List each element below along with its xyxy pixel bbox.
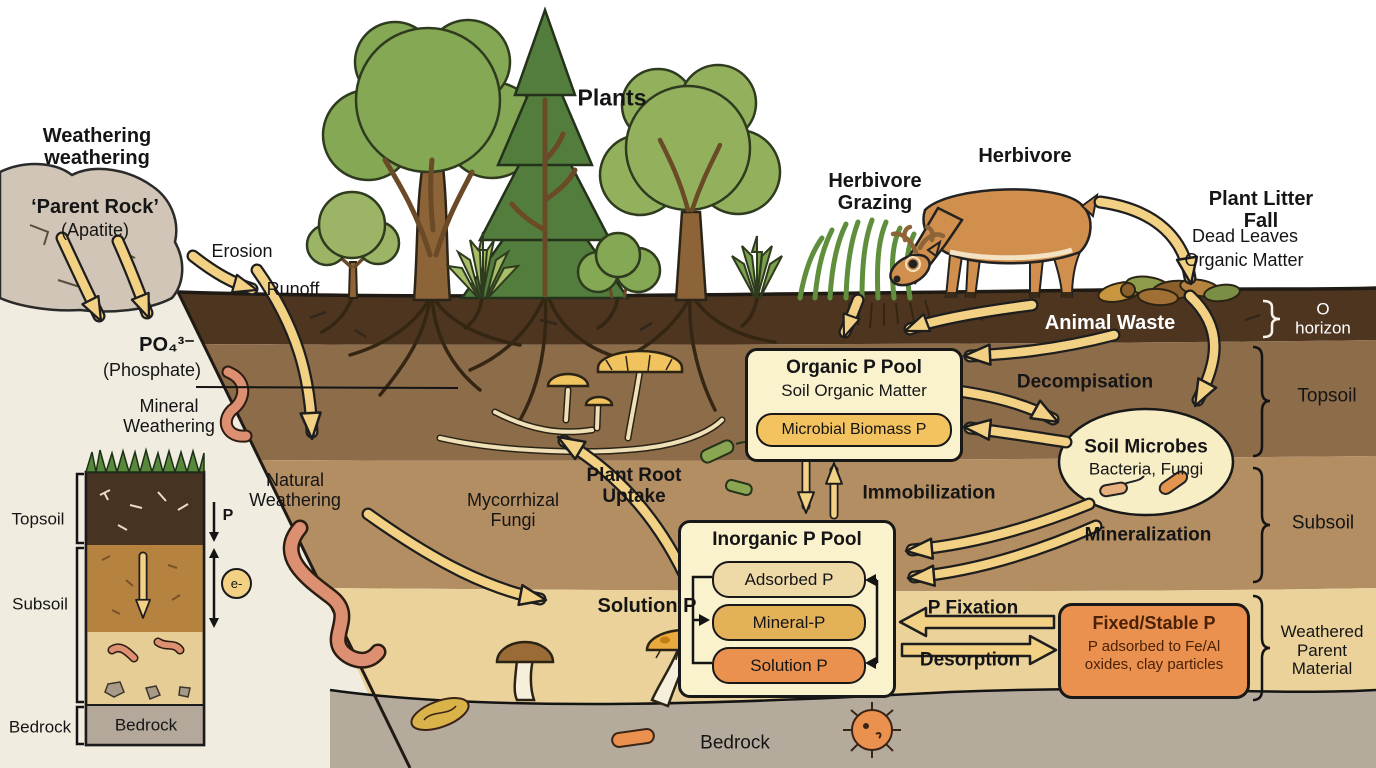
mineral-weathering-label: Mineral Weathering xyxy=(123,396,215,436)
vegetation xyxy=(305,6,1241,307)
arrow-litter-to-microbes xyxy=(1183,289,1221,408)
small-mushroom-cap xyxy=(584,395,614,407)
mineral-p-pill: Mineral-P xyxy=(712,604,866,641)
o-horizon-brace xyxy=(1262,299,1281,339)
inset-grass xyxy=(84,447,205,475)
plant-root-uptake-label: Plant Root Uptake xyxy=(586,465,682,507)
inset-subsoil-label: Subsoil xyxy=(12,594,68,614)
inset-p-arrows xyxy=(209,502,219,628)
inorganic-p-pool-box: Inorganic P Pool Adsorbed P Mineral-P So… xyxy=(678,520,896,698)
weathering-label: Weathering weathering xyxy=(42,125,152,169)
arrow-microbes-to-organic xyxy=(962,418,1073,449)
large-mushroom-cap xyxy=(596,349,684,374)
organic-p-pool-subtitle: Soil Organic Matter xyxy=(781,381,927,400)
soil-microbes-ellipse xyxy=(1057,407,1235,517)
arrow-mineralization-1 xyxy=(904,497,1096,560)
leaf-litter-pile xyxy=(1097,275,1241,307)
inorganic-connectors xyxy=(691,574,879,669)
flow-arrows xyxy=(55,195,1221,666)
arrow-grazing-to-soil xyxy=(838,293,865,339)
runoff-label: Runoff xyxy=(266,279,320,300)
deciduous-tree-left xyxy=(321,18,542,302)
arrow-weathering-2 xyxy=(111,234,154,320)
p-fixation-label: P Fixation xyxy=(927,597,1019,619)
soil-microbes-title: Soil Microbes xyxy=(1084,436,1208,458)
deciduous-tree-right xyxy=(598,63,782,302)
apatite-label: (Apatite) xyxy=(60,220,130,241)
bush xyxy=(576,231,662,299)
dead-leaves-label: Dead Leaves xyxy=(1191,226,1299,247)
horizon-braces xyxy=(1252,299,1281,702)
organic-matter-label: Organic Matter xyxy=(1184,250,1304,271)
mycorrhizal-fungi-label: Mycorrhizal Fungi xyxy=(466,490,560,530)
grass-clump xyxy=(797,217,917,301)
soil-microbes-subtitle: Bacteria, Fungi xyxy=(1088,459,1204,479)
inset-bedrock-layer-label: Bedrock xyxy=(114,715,178,735)
arrow-animal-waste-to-pool xyxy=(962,328,1121,366)
arrow-immobilization-down xyxy=(796,458,816,515)
small-tree-shrub xyxy=(305,190,401,299)
topsoil-brace xyxy=(1252,345,1271,458)
organic-p-pool-title: Organic P Pool xyxy=(786,357,922,378)
microbial-biomass-pill: Microbial Biomass P xyxy=(756,413,952,447)
topsoil-right-label: Topsoil xyxy=(1297,385,1357,407)
inset-soil-profile xyxy=(75,447,219,747)
plants-label: Plants xyxy=(577,84,647,111)
organic-p-pool-box: Organic P Pool Soil Organic Matter Micro… xyxy=(745,348,963,462)
yucca-plant xyxy=(445,231,521,299)
deer xyxy=(889,188,1099,298)
arrow-immobilization-up xyxy=(824,461,844,520)
arrow-to-solution-p xyxy=(361,507,548,607)
fixed-stable-p-title: Fixed/Stable P xyxy=(1092,613,1216,633)
solution-p-label: Solution P xyxy=(597,595,697,617)
earthworm-small xyxy=(219,365,253,443)
weathered-parent-label: Weathered Parent Material xyxy=(1280,621,1364,679)
arrow-herbivore-to-litter xyxy=(1093,195,1199,286)
inset-p-label: P xyxy=(222,507,234,525)
phosphate-formula-label: PO₄³⁻ xyxy=(139,334,195,356)
arrow-erosion xyxy=(186,249,259,296)
weathered-brace xyxy=(1252,594,1271,702)
mineral-weathering-pointer xyxy=(195,386,459,389)
arrow-weathering-1 xyxy=(55,231,106,323)
inset-worms xyxy=(107,637,185,663)
bedrock-bottom-label: Bedrock xyxy=(700,732,770,754)
leafy-plant xyxy=(731,235,783,299)
plant-litter-fall-label: Plant Litter Fall xyxy=(1208,188,1314,232)
arrow-natural-weathering xyxy=(250,263,322,441)
parent-rock-label: ‘Parent Rock’ xyxy=(31,196,159,218)
phosphate-label: (Phosphate) xyxy=(102,360,202,381)
adsorbed-p-pill: Adsorbed P xyxy=(712,561,866,598)
arrow-p-fixation xyxy=(898,606,1056,638)
immobilization-label: Immobilization xyxy=(862,482,996,504)
herbivore-label: Herbivore xyxy=(978,145,1072,167)
subsoil-brace xyxy=(1252,466,1271,584)
animal-waste-label: Animal Waste xyxy=(1044,312,1176,334)
subsoil-right-label: Subsoil xyxy=(1291,512,1355,534)
decompisation-label: Decompisation xyxy=(1016,371,1154,393)
natural-weathering-label: Natural Weathering xyxy=(249,470,341,510)
arrow-organic-to-microbes xyxy=(951,384,1060,426)
arrow-mineralization-2 xyxy=(906,519,1103,587)
electron-badge: e- xyxy=(221,568,252,599)
solution-p-pill: Solution P xyxy=(712,647,866,684)
earthworm-large xyxy=(282,519,387,669)
mycorrhizal-network xyxy=(436,349,726,456)
desorption-label: Desorption xyxy=(919,649,1021,671)
tree-roots xyxy=(320,294,777,422)
arrow-waste-to-soil xyxy=(903,298,1039,336)
inset-topsoil-label: Topsoil xyxy=(11,509,65,529)
arrow-desorption xyxy=(900,634,1058,666)
erosion-label: Erosion xyxy=(211,241,273,262)
fixed-stable-p-subtitle: P adsorbed to Fe/Al oxides, clay particl… xyxy=(1084,638,1224,673)
mineralization-label: Mineralization xyxy=(1084,524,1212,546)
inorganic-p-pool-title: Inorganic P Pool xyxy=(712,529,862,550)
inset-bedrock-label: Bedrock xyxy=(8,717,72,737)
fixed-stable-p-box: Fixed/Stable P P adsorbed to Fe/Al oxide… xyxy=(1058,603,1250,699)
small-mushroom-cap xyxy=(546,372,590,388)
herbivore-grazing-label: Herbivore Grazing xyxy=(828,170,922,214)
o-horizon-label: O horizon xyxy=(1295,299,1351,337)
inset-percolation-arrow xyxy=(135,551,151,619)
